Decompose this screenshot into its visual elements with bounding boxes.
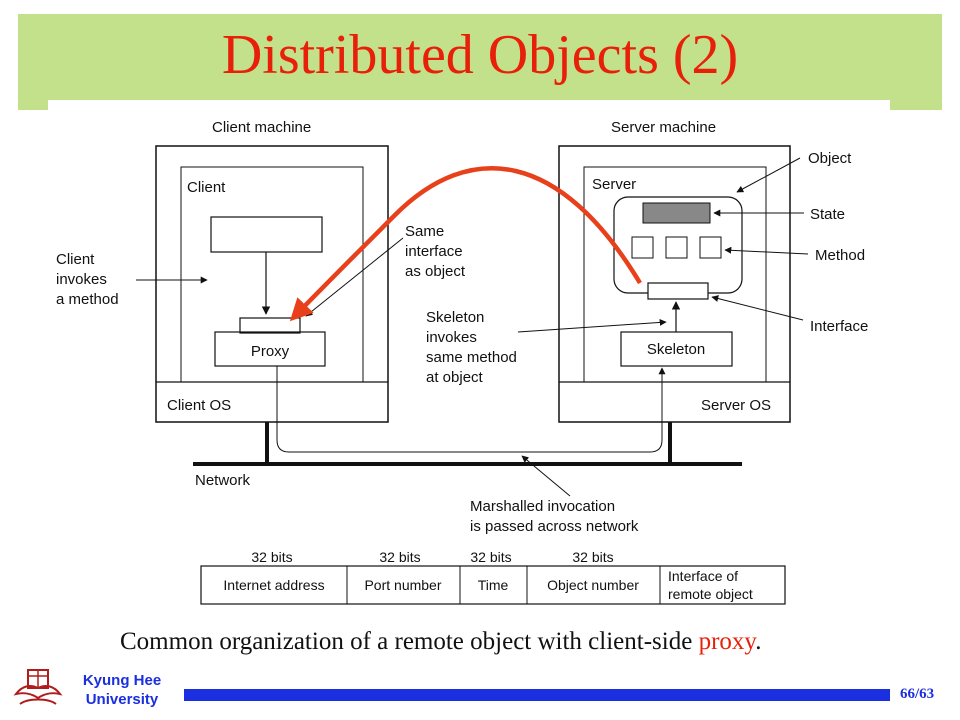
marshalled-line1: Marshalled invocation — [470, 498, 615, 515]
page-number: 66/63 — [900, 686, 935, 702]
university-line1: Kyung Hee — [82, 672, 162, 689]
skeleton-invokes-line2: invokes — [426, 329, 477, 346]
server-machine-box — [558, 145, 791, 423]
bits-label-2: 32 bits — [379, 549, 420, 565]
proxy-interface-box — [239, 317, 301, 334]
client-invokes-line1: Client — [56, 251, 95, 268]
same-interface-arrow — [305, 237, 404, 317]
university-logo — [13, 669, 63, 705]
caption-end: . — [755, 628, 762, 655]
bits-label-1: 32 bits — [251, 549, 292, 565]
method-box-1 — [631, 236, 654, 259]
skeleton-invokes-line4: at object — [426, 369, 484, 386]
cell-internet-address: Internet address — [223, 577, 324, 593]
object-interface-box — [647, 282, 709, 300]
bits-label-3: 32 bits — [470, 549, 511, 565]
server-os-label: Server OS — [701, 397, 771, 414]
object-reference-table — [200, 565, 786, 605]
cell-time: Time — [478, 577, 509, 593]
proxy-label: Proxy — [251, 343, 290, 360]
footer-bar — [184, 689, 890, 701]
skeleton-label: Skeleton — [647, 341, 705, 358]
skeleton-invokes-line1: Skeleton — [426, 309, 484, 326]
method-box-2 — [665, 236, 688, 259]
server-label: Server — [592, 176, 636, 193]
university-name: Kyung Hee University — [66, 671, 178, 709]
university-line2: University — [85, 691, 159, 708]
client-machine-label: Client machine — [212, 119, 311, 136]
method-callout: Method — [815, 247, 865, 264]
slide-caption: Common organization of a remote object w… — [120, 628, 950, 656]
caption-main: Common organization of a remote object w… — [120, 628, 699, 655]
client-machine-box — [155, 145, 389, 423]
title-band: Distributed Objects (2) — [18, 14, 942, 110]
marshalled-arrow — [521, 455, 571, 497]
client-os-label: Client OS — [167, 397, 231, 414]
client-label: Client — [187, 179, 226, 196]
object-callout: Object — [808, 150, 852, 167]
network-label: Network — [195, 472, 251, 489]
client-code-box — [210, 216, 323, 253]
skeleton-invokes-arrow — [517, 318, 667, 333]
marshalled-path — [276, 366, 666, 453]
same-interface-line2: interface — [405, 243, 463, 260]
cell-object-number: Object number — [547, 577, 639, 593]
bits-label-4: 32 bits — [572, 549, 613, 565]
client-invokes-line2: invokes — [56, 271, 107, 288]
title-underline-strip — [48, 100, 890, 114]
marshalled-line2: is passed across network — [470, 518, 639, 535]
skeleton-invokes-line3: same method — [426, 349, 517, 366]
cell-port-number: Port number — [364, 577, 441, 593]
state-box — [642, 202, 711, 224]
state-callout: State — [810, 206, 845, 223]
same-interface-line1: Same — [405, 223, 444, 240]
cell-interface-line2: remote object — [668, 586, 753, 602]
object-arrow — [736, 157, 801, 193]
interface-arrow — [711, 295, 804, 321]
cell-interface-line1: Interface of — [668, 568, 738, 584]
same-interface-line3: as object — [405, 263, 466, 280]
interface-callout: Interface — [810, 318, 868, 335]
remote-invocation-red-arrow — [289, 166, 642, 322]
method-box-3 — [699, 236, 722, 259]
slide-title: Distributed Objects (2) — [221, 24, 739, 86]
method-arrow — [724, 246, 809, 255]
server-machine-label: Server machine — [611, 119, 716, 136]
caption-highlight: proxy — [698, 628, 756, 655]
client-invokes-line3: a method — [56, 291, 119, 308]
proxy-box — [214, 331, 326, 367]
